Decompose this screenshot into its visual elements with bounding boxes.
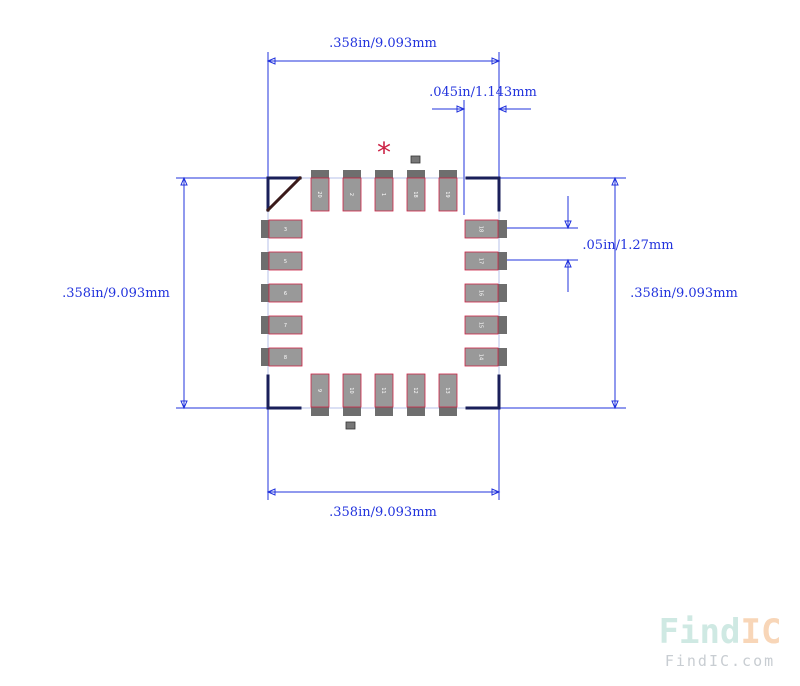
pad-extension [497,252,507,270]
dimension-pitch-label: .05in/1.27mm [582,238,673,253]
pad-shape [310,177,330,212]
pin1-marker: * [377,136,391,169]
pad-label: 19 [444,191,450,197]
pad-label: 11 [380,387,386,393]
watermark: FindIC FindIC.com [659,612,782,670]
watermark-brand: FindIC [659,612,782,652]
pad-label: 1 [380,193,386,196]
silkscreen-outline [265,175,501,410]
pad-right-16: 16 [464,283,507,303]
dimension-right-height-label: .358in/9.093mm [630,286,738,301]
pad-left-8: 8 [261,347,303,367]
pad-shape [342,373,362,408]
pad-label: 12 [412,387,418,393]
pad-shape [464,347,499,367]
pad-label: 2 [348,193,354,196]
pad-top-1: 1 [374,170,394,212]
dimension-bottom-width-label: .358in/9.093mm [329,505,437,520]
pad-label: 7 [284,323,287,329]
pad-extension [261,316,271,334]
pad-label: 18 [412,191,418,197]
pad-label: 8 [284,355,287,361]
pad-extension [497,284,507,302]
pad-shape [268,315,303,335]
pad-extension [261,348,271,366]
pad-extension [439,170,457,180]
dimension-pad-width [432,100,531,215]
pad-left-3: 3 [261,219,303,239]
dimension-bottom-width [266,408,501,500]
watermark-url: FindIC.com [665,652,775,670]
pad-shape [374,373,394,408]
pad-label: 18 [478,226,484,232]
pad-bottom-11: 11 [374,373,394,416]
pad-extension [497,348,507,366]
pad-bottom-13: 13 [438,373,458,416]
pad-extension [261,252,271,270]
pad-label: 13 [444,387,450,393]
pad-shape [406,177,426,212]
pad-extension [261,220,271,238]
pad-extension [407,170,425,180]
dimension-left-height [176,176,268,410]
dimension-pad-width-label: .045in/1.143mm [429,85,537,100]
pad-shape [438,177,458,212]
pad-shape [464,219,499,239]
pad-shape [374,177,394,212]
pad-label: 3 [284,227,287,233]
pad-right-17: 17 [464,251,507,271]
pad-shape [268,347,303,367]
pad-label: 20 [316,191,322,197]
pad-label: 15 [478,322,484,328]
pad-left-7: 7 [261,315,303,335]
fiducial-top [410,155,421,164]
fiducial-bottom [345,421,356,430]
pad-label: 9 [316,389,322,392]
pad-label: 10 [348,387,354,393]
pad-extension [343,170,361,180]
pad-extension [407,406,425,416]
pad-shape [406,373,426,408]
pad-bottom-12: 12 [406,373,426,416]
pads-group: 20 2 1 18 19 9 10 11 12 13 3 5 6 7 8 18 17 16 15 14 [261,170,507,416]
dimension-top-width-label: .358in/9.093mm [329,36,437,51]
pad-left-5: 5 [261,251,303,271]
pad-label: 14 [478,354,484,360]
pad-right-14: 14 [464,347,507,367]
pad-shape [268,283,303,303]
pad-top-2: 2 [342,170,362,212]
pad-label: 5 [284,259,287,265]
pad-extension [311,170,329,180]
pad-shape [268,251,303,271]
pad-extension [343,406,361,416]
pad-bottom-9: 9 [310,373,330,416]
pad-label: 6 [284,291,287,297]
pad-right-15: 15 [464,315,507,335]
pad-extension [497,220,507,238]
pad-extension [261,284,271,302]
pad-shape [310,373,330,408]
pad-shape [342,177,362,212]
pad-left-6: 6 [261,283,303,303]
pad-top-20: 20 [310,170,330,212]
pad-top-19: 19 [438,170,458,212]
pad-bottom-10: 10 [342,373,362,416]
pad-shape [464,283,499,303]
pad-extension [375,406,393,416]
pad-label: 17 [478,258,484,264]
pad-extension [311,406,329,416]
dimension-left-height-label: .358in/9.093mm [62,286,170,301]
pad-shape [464,251,499,271]
pad-shape [268,219,303,239]
dimension-right-height [499,176,626,410]
pad-label: 16 [478,290,484,296]
pad-top-18: 18 [406,170,426,212]
pad-shape [464,315,499,335]
pad-shape [438,373,458,408]
pad-extension [497,316,507,334]
pad-extension [375,170,393,180]
pad-right-18: 18 [464,219,507,239]
pad-extension [439,406,457,416]
